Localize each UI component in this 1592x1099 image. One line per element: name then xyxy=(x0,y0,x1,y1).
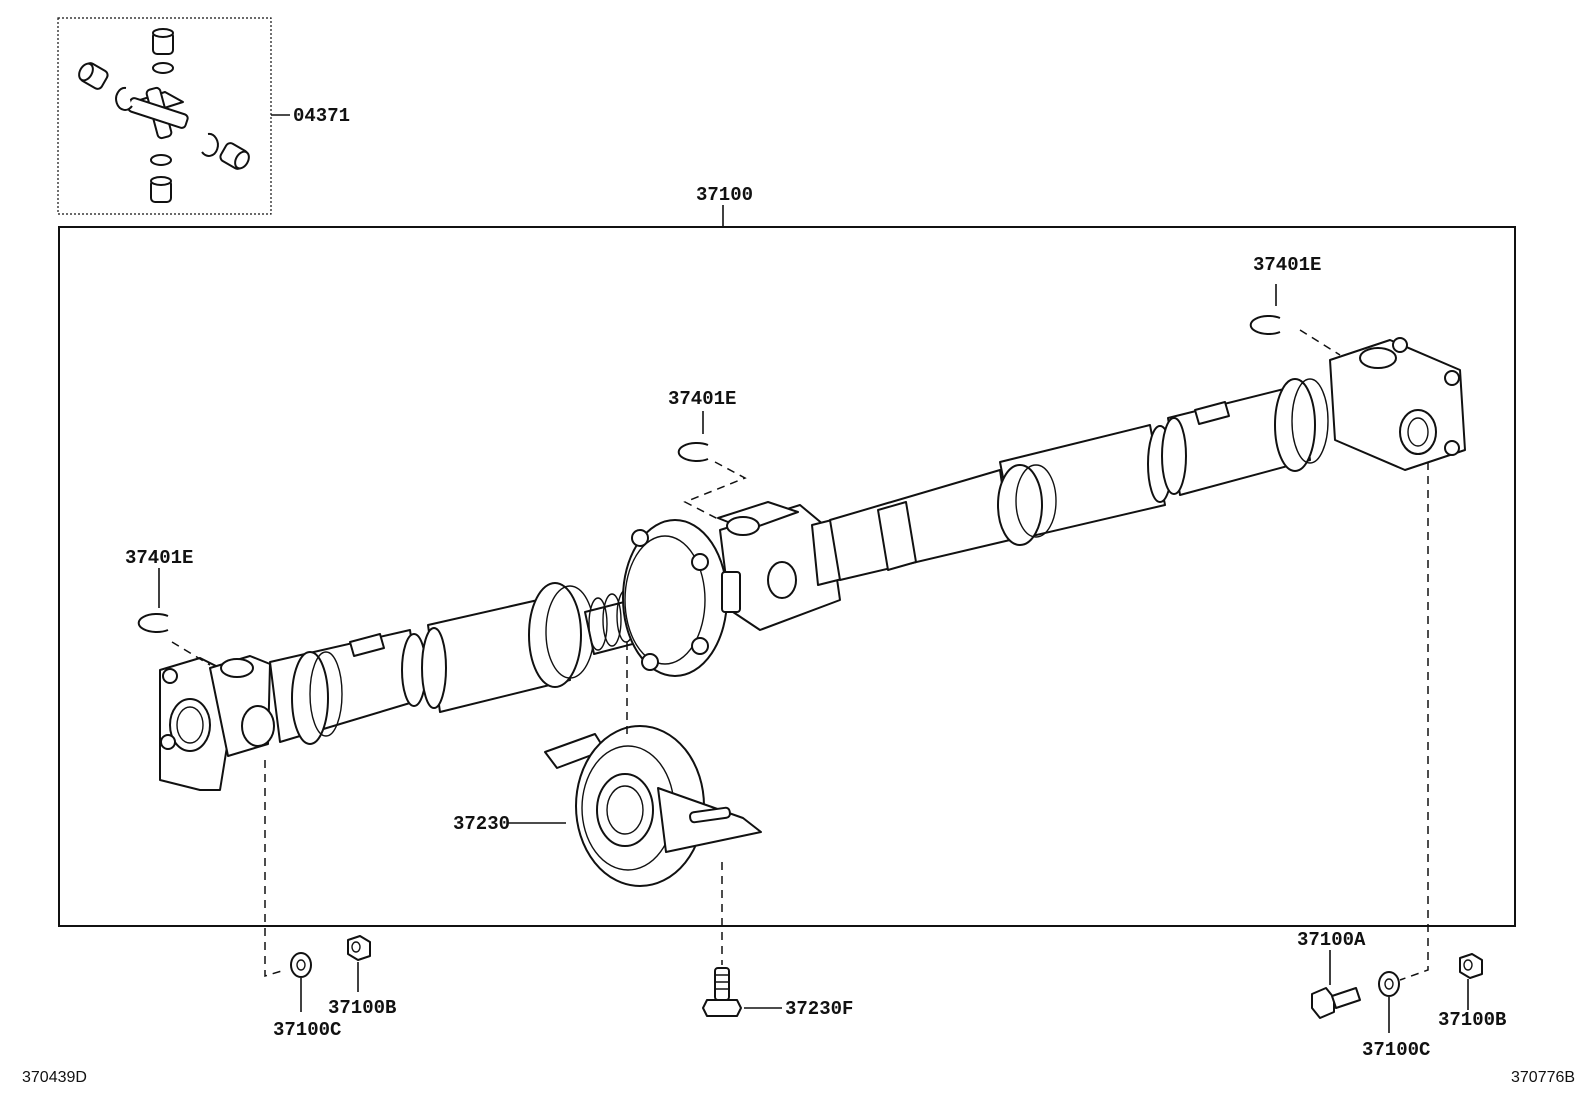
bolt-37100A-icon xyxy=(1311,987,1361,1019)
spider-icon xyxy=(127,86,189,140)
right-flange-yoke-icon xyxy=(1329,337,1466,471)
label-37100: 37100 xyxy=(696,184,753,206)
label-37401E-right: 37401E xyxy=(1253,254,1321,276)
left-fasteners: 37100C 37100B xyxy=(264,760,396,1041)
bearing-cap-icon xyxy=(152,28,174,55)
snap-ring-right-icon: 37401E xyxy=(1249,254,1341,356)
snap-ring-left-icon: 37401E xyxy=(125,547,211,666)
bearing-cap-icon xyxy=(78,62,109,90)
snap-ring-mid-icon: 37401E xyxy=(668,388,747,521)
assembly-frame xyxy=(58,226,1516,927)
snap-ring-icon xyxy=(115,62,219,166)
propeller-shaft xyxy=(159,337,1466,791)
nut-right-icon xyxy=(1459,953,1483,1010)
drawing-code-left: 370439D xyxy=(22,1069,87,1086)
label-04371: 04371 xyxy=(293,105,350,127)
drawing-code-right: 370776B xyxy=(1511,1069,1575,1086)
label-37100B-left: 37100B xyxy=(328,997,396,1019)
label-37100A: 37100A xyxy=(1297,929,1366,951)
label-37401E-left: 37401E xyxy=(125,547,193,569)
label-37230: 37230 xyxy=(453,813,510,835)
nut-left-icon xyxy=(347,935,371,992)
bearing-cap-icon xyxy=(150,176,172,203)
inset-frame xyxy=(57,17,272,215)
bearing-cap-icon xyxy=(219,142,250,170)
bolt-37230F-icon: 37230F xyxy=(702,862,853,1020)
label-37100C-left: 37100C xyxy=(273,1019,341,1041)
slip-tube-icon xyxy=(421,582,595,713)
label-37230F: 37230F xyxy=(785,998,853,1020)
left-tube-icon xyxy=(269,629,427,745)
label-37100C-right: 37100C xyxy=(1362,1039,1430,1061)
center-yoke-icon xyxy=(717,501,843,631)
label-37100B-right: 37100B xyxy=(1438,1009,1506,1031)
center-bearing-icon: 37230 xyxy=(453,642,762,887)
left-flange-yoke-icon xyxy=(159,655,275,791)
washer-left-icon xyxy=(290,952,312,1012)
center-flange-icon xyxy=(622,519,728,677)
u-joint-kit-inset: 04371 xyxy=(57,17,350,215)
washer-right-icon xyxy=(1378,971,1400,1033)
rear-tube-icon xyxy=(829,424,1173,581)
label-37401E-mid: 37401E xyxy=(668,388,736,410)
rear-slip-tube-icon xyxy=(1161,378,1329,496)
right-fasteners: 37100A 37100C 37100B xyxy=(1297,462,1506,1061)
